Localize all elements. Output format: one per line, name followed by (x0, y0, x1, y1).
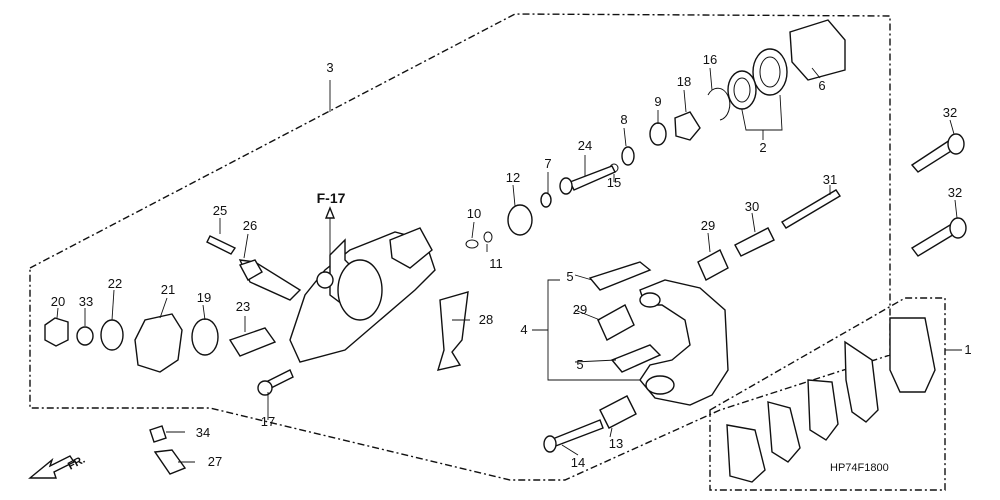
callout-3: 3 (326, 60, 334, 75)
callout-30: 30 (744, 199, 760, 214)
small-parts-left (44, 259, 277, 475)
callout-26: 26 (242, 218, 258, 233)
callout-6: 6 (818, 78, 826, 93)
callout-29a: 29 (700, 218, 716, 233)
leader-lines (56, 67, 958, 463)
callout-19: 19 (196, 290, 212, 305)
reference-label: F-17 (316, 190, 346, 206)
pad-set-frame (709, 297, 946, 491)
boots (597, 249, 729, 429)
callout-9: 9 (654, 94, 662, 109)
front-direction-arrow (28, 455, 76, 479)
callout-29b: 29 (572, 302, 588, 317)
callout-31: 31 (822, 172, 838, 187)
piston-assembly (465, 19, 846, 249)
callout-20: 20 (50, 294, 66, 309)
callout-1: 1 (964, 342, 972, 357)
callout-15: 15 (606, 175, 622, 190)
callout-4: 4 (520, 322, 528, 337)
callout-17: 17 (260, 414, 276, 429)
brake-pads (726, 317, 936, 483)
pad-retainer (436, 291, 469, 371)
callout-2: 2 (759, 140, 767, 155)
callout-25: 25 (212, 203, 228, 218)
callout-28: 28 (478, 312, 494, 327)
callout-7: 7 (544, 156, 552, 171)
callout-23: 23 (235, 299, 251, 314)
callout-21: 21 (160, 282, 176, 297)
callout-32b: 32 (947, 185, 963, 200)
callout-5b: 5 (576, 357, 584, 372)
diagram-code: HP74F1800 (830, 462, 889, 474)
caliper-bracket (639, 279, 729, 406)
assembly-frame (29, 13, 891, 481)
callout-12: 12 (505, 170, 521, 185)
callout-24: 24 (577, 138, 593, 153)
callout-5a: 5 (566, 269, 574, 284)
callout-27: 27 (207, 454, 223, 469)
callout-11: 11 (489, 256, 503, 271)
callout-8: 8 (620, 112, 628, 127)
callout-18: 18 (676, 74, 692, 89)
callout-33: 33 (78, 294, 94, 309)
callout-16: 16 (702, 52, 718, 67)
callout-14: 14 (570, 455, 586, 470)
callout-32a: 32 (942, 105, 958, 120)
callout-34: 34 (195, 425, 211, 440)
callout-22: 22 (107, 276, 123, 291)
pad-spring-upper (588, 261, 652, 291)
pins-and-bolts (206, 133, 967, 453)
callout-10: 10 (466, 206, 482, 221)
pad-spring-lower (610, 344, 662, 373)
callout-13: 13 (608, 436, 624, 451)
